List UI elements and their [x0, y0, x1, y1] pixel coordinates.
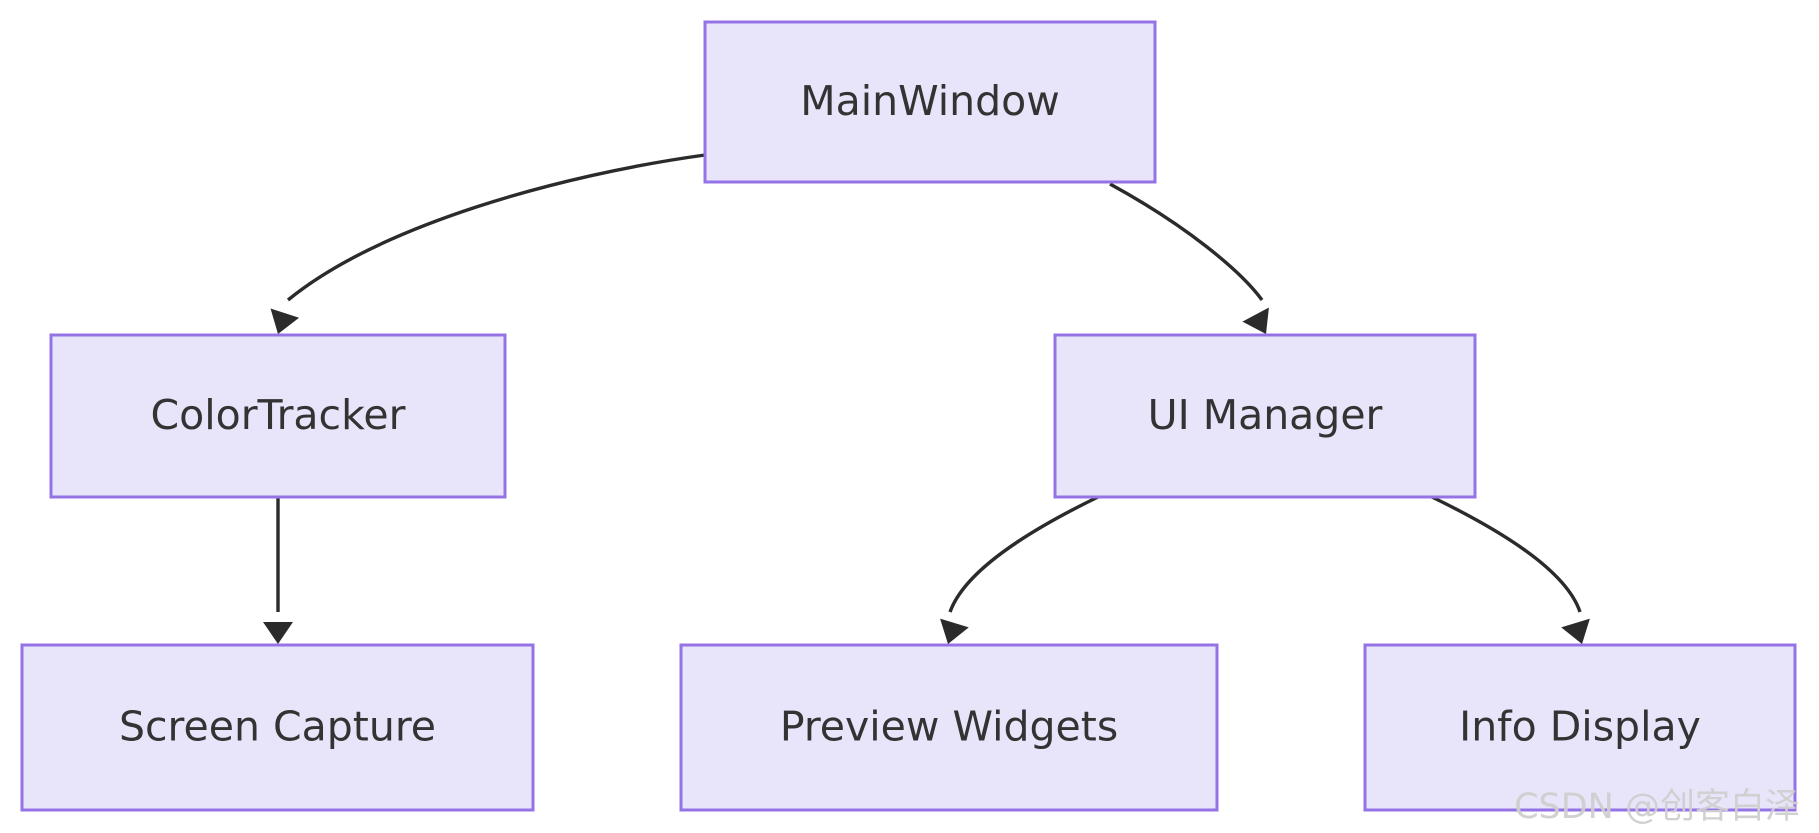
- arrowhead-icon: [940, 618, 969, 644]
- node-label: UI Manager: [1148, 391, 1383, 439]
- arrowhead-icon: [1561, 618, 1590, 644]
- node-previewwidgets[interactable]: Preview Widgets: [679, 643, 1219, 812]
- node-mainwindow[interactable]: MainWindow: [703, 20, 1157, 184]
- node-label: Screen Capture: [119, 703, 436, 751]
- arrowhead-icon: [263, 622, 293, 644]
- arrowhead-icon: [270, 308, 300, 334]
- edge-line: [1431, 495, 1582, 613]
- node-uimanager[interactable]: UI Manager: [1053, 333, 1477, 499]
- node-label: Info Display: [1459, 703, 1701, 751]
- node-label: Preview Widgets: [780, 703, 1118, 751]
- node-infodisplay[interactable]: Info Display: [1363, 643, 1797, 812]
- edge-line: [948, 495, 1099, 613]
- node-box[interactable]: [1363, 643, 1797, 812]
- edge-colortracker-to-screencapture: [263, 497, 293, 644]
- edge-uimanager-to-previewwidgets: [940, 495, 1099, 644]
- edge-mainwindow-to-uimanager: [1109, 182, 1269, 334]
- edge-line: [286, 153, 706, 302]
- node-box[interactable]: [49, 333, 507, 499]
- edge-uimanager-to-infodisplay: [1431, 495, 1590, 644]
- edge-line: [1109, 182, 1264, 302]
- node-box[interactable]: [679, 643, 1219, 812]
- node-box[interactable]: [1053, 333, 1477, 499]
- arrowhead-icon: [1242, 307, 1269, 334]
- node-label: MainWindow: [800, 77, 1060, 125]
- node-colortracker[interactable]: ColorTracker: [49, 333, 507, 499]
- node-screencapture[interactable]: Screen Capture: [20, 643, 535, 812]
- node-label: ColorTracker: [151, 391, 406, 439]
- node-box[interactable]: [703, 20, 1157, 184]
- edge-mainwindow-to-colortracker: [270, 153, 706, 334]
- csdn-watermark: CSDN @创客白泽: [1514, 787, 1800, 827]
- node-box[interactable]: [20, 643, 535, 812]
- edges-layer: [263, 153, 1590, 644]
